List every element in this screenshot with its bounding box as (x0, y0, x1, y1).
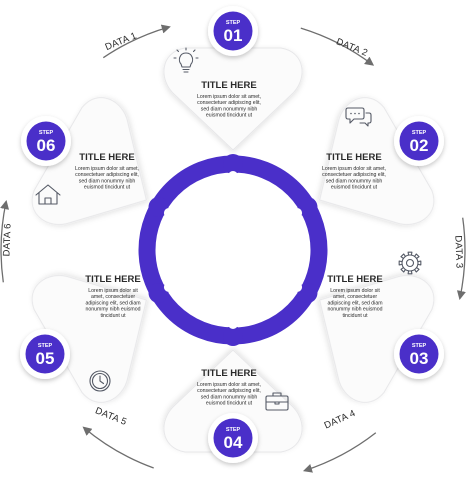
step-03-body-line: amet, consectetuer (333, 294, 377, 300)
step-05-body-line: amet, consectetuer (91, 294, 135, 300)
badge-disc (213, 418, 253, 458)
data-4-label: DATA 4 (323, 408, 358, 432)
step-05-number: 05 (36, 349, 55, 368)
step-02-body-line: euismod tincidunt ut (331, 185, 378, 191)
data-1-arrow (102, 24, 171, 59)
chat-bubbles-icon (345, 107, 372, 127)
briefcase-icon (265, 392, 289, 411)
data-3-label: DATA 3 (452, 235, 464, 268)
step-05-body-line: nonummy nibh euismod (85, 307, 140, 313)
step-02-body-line: Lorem ipsum dolor sit amet, (322, 166, 386, 172)
step-01-title: TITLE HERE (201, 80, 256, 91)
step-06-body-line: sed diam nonummy nibh (79, 178, 136, 184)
ring-notch-2 (297, 197, 318, 217)
step-04-label: STEP (226, 427, 241, 433)
step-03-label: STEP (412, 343, 427, 349)
step-01-number: 01 (224, 26, 243, 45)
step-05-body-line: Lorem ipsum dolor sit (88, 288, 138, 294)
step-03-body-line: adipiscing elit, sed diam (327, 300, 382, 306)
ring-notch-3 (297, 283, 318, 303)
ring-notch-1 (223, 154, 243, 174)
ring-notch-inner-1 (228, 171, 238, 181)
step-03-number: 03 (410, 349, 429, 368)
ring-notch-inner-5 (163, 282, 174, 292)
step-02-title: TITLE HERE (326, 152, 381, 163)
step-05-label: STEP (38, 343, 53, 349)
step-02-body-line: sed diam nonummy nibh (326, 178, 383, 184)
data-6-arrow (0, 200, 10, 283)
step-04-body-line: consectetuer adipiscing elit, (197, 388, 261, 394)
step-06-number: 06 (37, 136, 56, 155)
gear-icon (398, 251, 422, 275)
clock-icon (89, 370, 111, 392)
data-2-label: DATA 2 (335, 36, 370, 59)
step-02-label: STEP (412, 130, 427, 136)
step-05-petal (31, 275, 147, 403)
step-04-body-line: sed diam nonummy nibh (201, 394, 258, 400)
badge-disc (25, 334, 65, 374)
ring-notch-inner-6 (163, 208, 174, 218)
step-01-body-line: sed diam nonummy nibh (201, 106, 258, 112)
step-06-body-line: euismod tincidunt ut (84, 185, 131, 191)
ring-notch-6 (148, 197, 169, 217)
step-02-number: 02 (410, 136, 429, 155)
step-04-number: 04 (224, 433, 243, 452)
badge-disc (399, 121, 439, 161)
step-06-label: STEP (39, 130, 54, 136)
data-5-arrow (82, 426, 154, 469)
step-01-body-line: consectetuer adipiscing elit, (197, 100, 261, 106)
step-03-title: TITLE HERE (327, 274, 382, 285)
step-06-body-line: consectetuer adipiscing elit, (75, 172, 139, 178)
data-1-label: DATA 1 (104, 30, 139, 53)
ring-notch-inner-4 (228, 319, 238, 329)
badge-disc (26, 121, 66, 161)
step-03-body-line: nonummy nibh euismod (327, 307, 382, 313)
home-icon (35, 184, 61, 205)
step-04-body-line: Lorem ipsum dolor sit amet, (197, 382, 261, 388)
icon-layer (35, 47, 422, 411)
step-03-body-line: tincidunt ut (342, 313, 368, 319)
step-05-body-line: tincidunt ut (100, 313, 126, 319)
step-01-body-line: euismod tincidunt ut (206, 113, 253, 119)
step-05-body-line: adipiscing elit, sed diam (85, 300, 140, 306)
badge-disc (399, 334, 439, 374)
data-6-label: DATA 6 (1, 223, 13, 256)
lightbulb-icon (173, 47, 199, 73)
badge-disc (213, 11, 253, 51)
step-06-title: TITLE HERE (79, 152, 134, 163)
step-04-title: TITLE HERE (201, 368, 256, 379)
data-4-arrow (302, 432, 377, 473)
step-05-title: TITLE HERE (85, 274, 140, 285)
center-ring (138, 154, 328, 346)
ring-notch-4 (223, 326, 243, 346)
step-02-body-line: consectetuer adipiscing elit, (322, 172, 386, 178)
step-04-body-line: euismod tincidunt ut (206, 401, 253, 407)
center-ring-circle (138, 155, 328, 345)
step-01-body-line: Lorem ipsum dolor sit amet, (197, 94, 261, 100)
step-03-body-line: Lorem ipsum dolor sit (330, 288, 380, 294)
step-03-petal (319, 275, 435, 403)
data-5-label: DATA 5 (94, 405, 129, 428)
ring-notch-inner-2 (292, 208, 303, 218)
data-2-arrow (300, 27, 375, 66)
data-3-arrow (456, 217, 466, 300)
ring-notch-inner-3 (292, 282, 303, 292)
step-06-body-line: Lorem ipsum dolor sit amet, (75, 166, 139, 172)
ring-notch-5 (148, 283, 169, 303)
petal-layer (31, 47, 435, 453)
step-01-label: STEP (226, 20, 241, 26)
